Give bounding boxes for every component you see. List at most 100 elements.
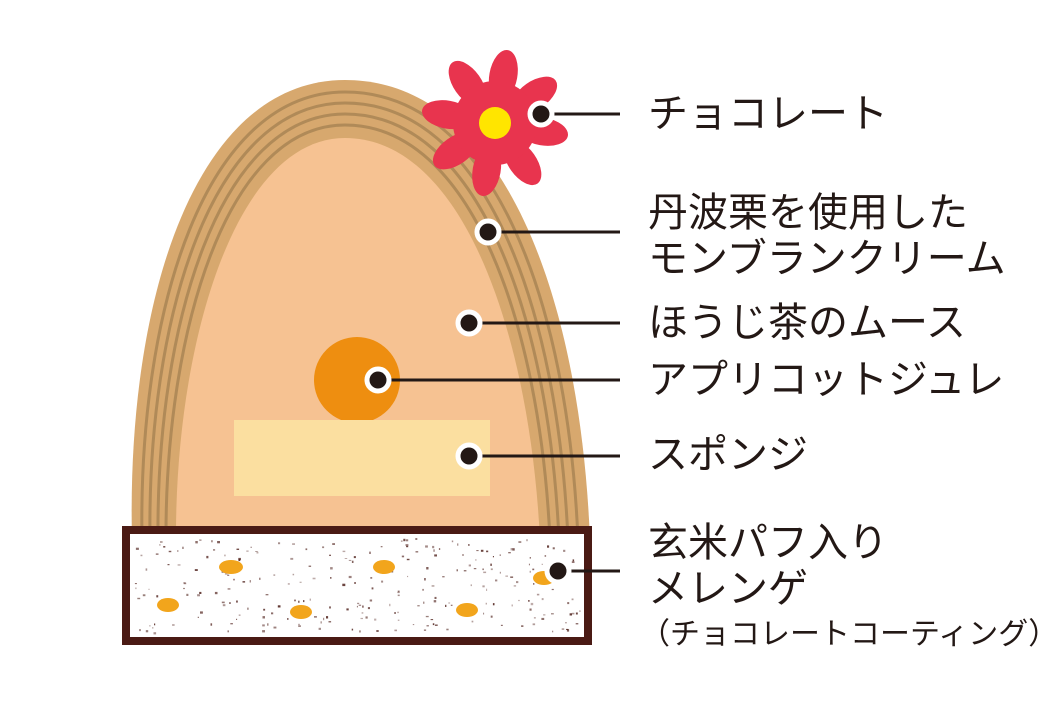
meringue-speckle <box>256 551 259 554</box>
meringue-speckle <box>217 541 220 544</box>
meringue-speckle <box>135 587 137 590</box>
meringue-speckle <box>510 576 514 578</box>
meringue-speckle <box>529 557 531 559</box>
meringue-speckle <box>532 568 535 571</box>
meringue-speckle <box>475 559 477 561</box>
meringue-speckle <box>351 628 354 631</box>
meringue-speckle <box>448 602 451 604</box>
cream-stripe-1 <box>140 90 580 541</box>
meringue-speckle <box>541 563 543 565</box>
meringue-speckle <box>233 578 235 581</box>
meringue-speckle <box>227 588 231 590</box>
meringue-speckle <box>230 623 233 625</box>
meringue-speckle <box>357 602 360 605</box>
meringue-speckle <box>425 615 429 618</box>
meringue-speckle <box>292 573 295 576</box>
meringue-speckle <box>236 618 238 620</box>
meringue-speckle <box>426 625 429 627</box>
meringue-speckle <box>511 604 513 607</box>
meringue-body <box>122 526 592 645</box>
meringue-speckle <box>533 583 535 585</box>
meringue-speckle <box>229 602 231 604</box>
meringue-speckle <box>526 539 528 542</box>
meringue-speckle <box>177 550 179 552</box>
meringue-speckle <box>516 581 519 584</box>
meringue-speckle <box>500 624 503 626</box>
meringue-speckle <box>532 623 536 626</box>
meringue-speckle <box>381 580 384 583</box>
meringue-speckle <box>400 540 403 542</box>
meringue-speckle <box>247 607 249 610</box>
meringue-speckle <box>211 540 213 543</box>
leader-dot-chocolate <box>527 100 555 128</box>
meringue-speckle <box>369 599 373 602</box>
meringue-speckle <box>323 617 325 621</box>
meringue-speckle <box>354 582 356 584</box>
meringue-speckle <box>433 549 435 552</box>
meringue-speckle <box>139 629 141 632</box>
meringue-speckle <box>445 604 447 607</box>
meringue-speckle <box>552 547 555 550</box>
meringue-speckle <box>137 597 141 600</box>
meringue-speckle <box>490 568 493 571</box>
meringue-speckle <box>551 588 554 591</box>
meringue-speckle <box>567 602 570 605</box>
meringue-speckle <box>566 629 570 632</box>
meringue-speckle <box>326 616 329 619</box>
meringue-speckle <box>422 588 424 591</box>
meringue-speckle <box>199 539 202 541</box>
meringue-speckle <box>486 550 489 553</box>
leader-lines <box>378 112 620 573</box>
meringue-speckle <box>167 564 170 566</box>
meringue-speckle <box>401 555 405 558</box>
meringue-speckle <box>197 616 199 618</box>
meringue-speckle <box>561 628 565 630</box>
meringue-speckle <box>312 577 316 580</box>
meringue-speckle <box>249 580 251 583</box>
meringue-speckle <box>342 583 346 587</box>
meringue-speckle <box>292 543 295 545</box>
meringue-speckle <box>380 546 383 548</box>
meringue-speckle <box>246 550 249 552</box>
meringue-speckle <box>430 619 434 621</box>
leader-dot-meringue <box>544 557 572 585</box>
meringue-speckle <box>213 549 216 551</box>
meringue-speckle <box>423 601 425 604</box>
meringue-speckle <box>512 548 515 551</box>
meringue-speckle <box>551 613 554 615</box>
puff-grain <box>373 560 395 574</box>
meringue-speckle <box>433 600 437 603</box>
puff-grain <box>219 560 243 574</box>
meringue-speckle <box>351 560 354 563</box>
meringue-speckle <box>348 559 352 561</box>
meringue-speckle <box>417 605 420 607</box>
label-mousse: ほうじ茶のムース <box>648 300 966 346</box>
meringue-speckle <box>499 571 501 574</box>
meringue-speckle <box>308 565 312 567</box>
leader-dot-apricot <box>364 366 392 394</box>
cream-stripe-3 <box>156 112 561 541</box>
meringue-speckle <box>135 547 139 550</box>
meringue-speckle <box>371 587 374 590</box>
meringue-speckle <box>255 551 258 552</box>
meringue-speckle <box>182 546 184 549</box>
meringue-speckle <box>149 625 151 627</box>
meringue-speckle <box>262 630 265 633</box>
meringue-speckle <box>222 604 226 607</box>
meringue-speckle <box>423 629 427 631</box>
meringue-speckle <box>389 603 391 607</box>
meringue-speckle <box>263 608 266 611</box>
meringue-speckle <box>358 604 362 606</box>
meringue-speckle <box>236 600 238 603</box>
meringue-speckle <box>134 583 137 585</box>
meringue-speckle <box>227 630 229 633</box>
label-cream-line2: モンブランクリーム <box>648 236 1006 282</box>
meringue-speckle <box>476 550 479 552</box>
meringue-speckle <box>483 612 485 615</box>
meringue-speckle <box>406 558 410 561</box>
meringue-speckle <box>238 614 241 616</box>
meringue-speckle <box>530 602 534 606</box>
meringue-speckle <box>471 620 474 623</box>
meringue-speckle <box>195 541 198 544</box>
